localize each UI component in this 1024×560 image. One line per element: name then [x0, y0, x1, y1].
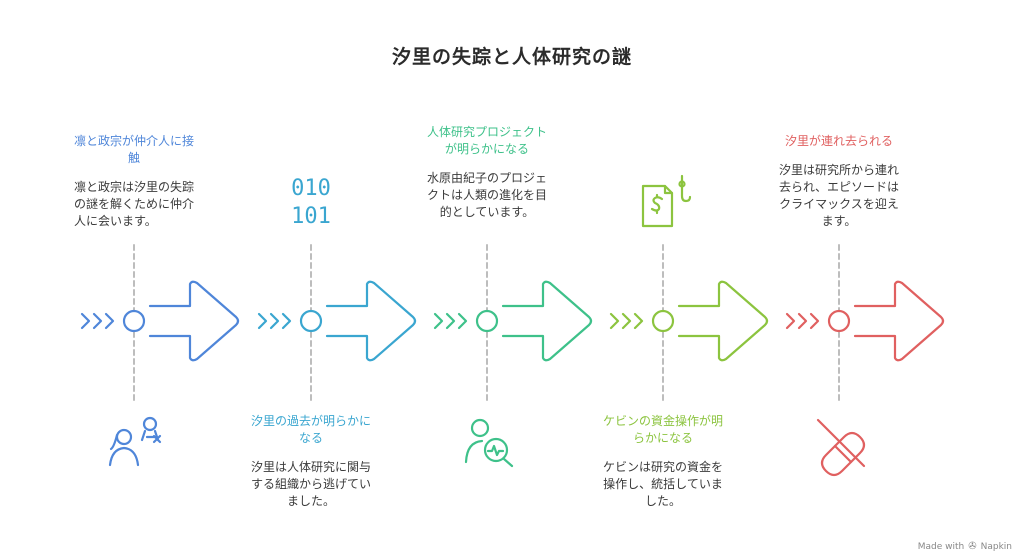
napkin-credit[interactable]: Made with ✇ Napkin: [918, 541, 1012, 552]
step-3-body: 水原由紀子のプロジェクトは人類の進化を目的としています。: [426, 171, 547, 219]
page-title: 汐里の失踪と人体研究の謎: [391, 46, 632, 68]
step-3-heading: 人体研究プロジェクトが明らかになる: [426, 125, 547, 156]
step-5-arrow: [853, 280, 945, 362]
napkin-logo-icon: ✇: [968, 541, 977, 552]
step-1-body: 凛と政宗は汐里の失踪の謎を解くために仲介人に会います。: [74, 180, 195, 228]
person-analysis-icon: [464, 418, 514, 468]
step-2-text: 汐里の過去が明らかになる 汐里は人体研究に関与する組織から逃げていました。: [250, 413, 372, 510]
step-3-arrow: [501, 280, 593, 362]
step-4: [609, 174, 769, 401]
financial-document-icon: [641, 174, 692, 228]
step-4-arrow: [677, 280, 769, 362]
step-3-small-chevrons: [433, 312, 468, 330]
step-3-text: 人体研究プロジェクトが明らかになる 水原由紀子のプロジェクトは人類の進化を目的と…: [426, 124, 548, 221]
step-4-small-chevrons: [609, 312, 644, 330]
step-1-heading: 凛と政宗が仲介人に接触: [74, 134, 195, 165]
step-1-node: [122, 309, 146, 333]
step-2-heading: 汐里の過去が明らかになる: [250, 414, 371, 445]
step-4-heading: ケビンの資金操作が明らかになる: [602, 414, 723, 445]
step-5-small-chevrons: [785, 312, 820, 330]
step-5-node: [827, 309, 851, 333]
step-1: [80, 244, 240, 467]
step-3-node: [475, 309, 499, 333]
step-2-arrow: [325, 280, 417, 362]
step-2-body: 汐里は人体研究に関与する組織から逃げていました。: [250, 460, 371, 508]
step-4-node: [651, 309, 675, 333]
step-1-text: 凛と政宗が仲介人に接触 凛と政宗は汐里の失踪の謎を解くために仲介人に会います。: [74, 133, 194, 230]
step-5-heading: 汐里が連れ去られる: [784, 134, 893, 148]
binary-code-icon: 010 101: [291, 176, 331, 229]
people-icon: [108, 416, 162, 467]
binary-top: 010: [291, 176, 331, 201]
made-with-label: Made with: [917, 541, 965, 552]
step-4-body: ケビンは研究の資金を操作し、統括していました。: [602, 460, 723, 508]
binary-bottom: 101: [291, 204, 331, 229]
napkin-brand: Napkin: [980, 541, 1012, 552]
step-5-text: 汐里が連れ去られる 汐里は研究所から連れ去られ、エピソードはクライマックスを迎え…: [778, 133, 900, 230]
step-2: [257, 244, 417, 401]
step-1-small-chevrons: [80, 312, 115, 330]
step-4-text: ケビンの資金操作が明らかになる ケビンは研究の資金を操作し、統括していました。: [602, 413, 724, 510]
step-3: [433, 244, 593, 468]
step-2-node: [299, 309, 323, 333]
step-2-small-chevrons: [257, 312, 292, 330]
no-medicine-icon: [816, 418, 866, 477]
step-5: [785, 244, 945, 477]
step-1-arrow: [148, 280, 240, 362]
step-5-body: 汐里は研究所から連れ去られ、エピソードはクライマックスを迎えます。: [778, 163, 900, 228]
